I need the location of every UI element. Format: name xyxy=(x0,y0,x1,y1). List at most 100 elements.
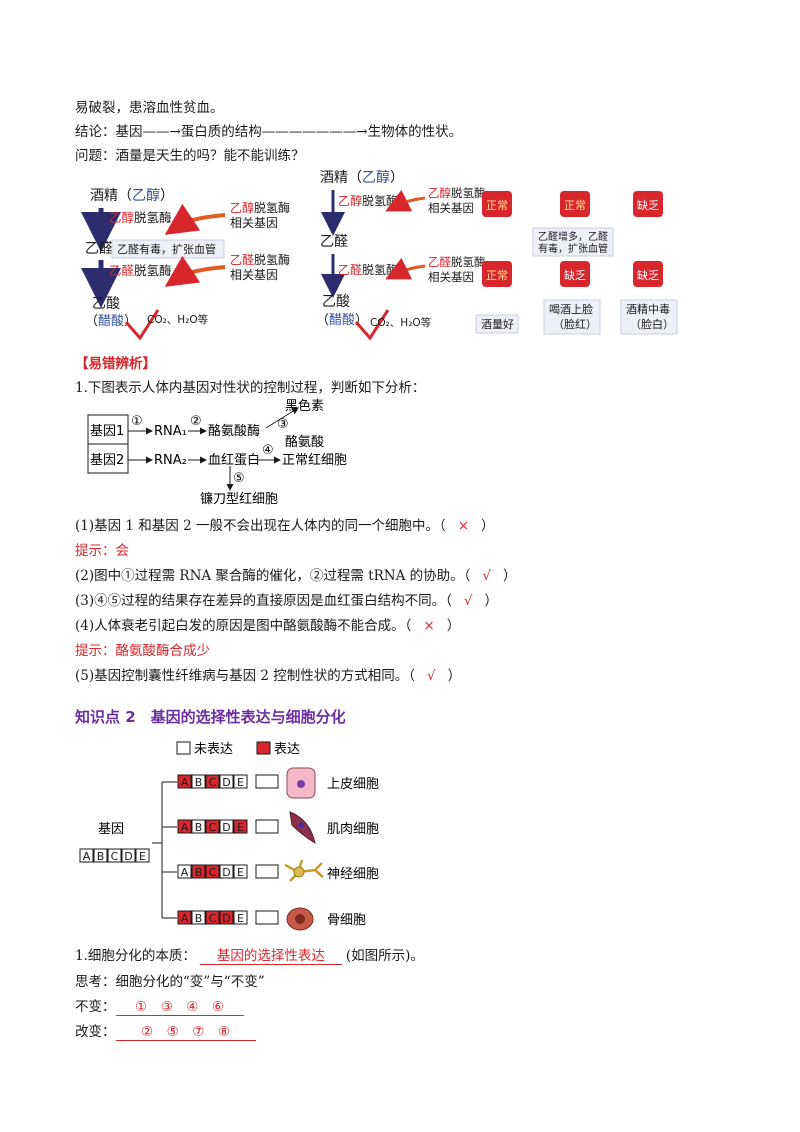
svg-text:缺乏: 缺乏 xyxy=(637,268,659,282)
svg-text:正常: 正常 xyxy=(564,199,586,212)
svg-text:D: D xyxy=(222,866,230,879)
arrow-step3 xyxy=(265,407,299,429)
judgement-2: (2)图中①过程需 RNA 聚合酶的催化，②过程需 tRNA 的协助。（√） xyxy=(75,568,517,584)
svg-text:A: A xyxy=(181,776,189,789)
svg-text:D: D xyxy=(222,776,230,789)
svg-text:E: E xyxy=(237,866,244,879)
row4-gene-B: B xyxy=(191,910,206,925)
rna1-label: RNA₁ xyxy=(154,424,187,439)
left-aldehyde: 乙醛 xyxy=(85,241,113,257)
row4-gene-E: E xyxy=(233,910,248,925)
row2-gene-E: E xyxy=(233,819,248,834)
svg-text:A: A xyxy=(181,912,189,925)
legend-off-swatch xyxy=(176,741,191,755)
legend-off-label: 未表达 xyxy=(194,742,233,757)
left-curved-arrow-2 xyxy=(164,255,226,287)
row3-gene-D: D xyxy=(219,864,234,879)
unchanged-line: 不变：① ③ ④ ⑥ xyxy=(75,995,244,1016)
row3-gene-C: C xyxy=(205,864,220,879)
legend-on-swatch xyxy=(256,741,271,755)
svg-text:E: E xyxy=(237,776,244,789)
stamp-r2c1: 正常 xyxy=(482,261,512,287)
left-gene2: 相关基因 xyxy=(230,268,278,282)
error-section-title: 【易错辨析】 xyxy=(75,356,156,372)
svg-text:A: A xyxy=(83,850,91,863)
caption2-b: （脸红） xyxy=(553,317,597,331)
alcohol-metabolism-diagram: 酒精（乙醇） 乙醇脱氢酶 乙醇脱氢酶 相关基因 乙醛 乙醛有毒，扩张血管 乙醛脱… xyxy=(81,169,678,340)
stamp-r1c3: 缺乏 xyxy=(633,191,663,217)
svg-text:E: E xyxy=(139,850,146,863)
text-line-1: 易破裂，患溶血性贫血。 xyxy=(75,100,224,116)
svg-text:C: C xyxy=(209,821,217,834)
svg-text:D: D xyxy=(222,821,230,834)
row1-gene-D: D xyxy=(219,774,234,789)
svg-text:B: B xyxy=(195,866,203,879)
sickle-rbc-label: 镰刀型红细胞 xyxy=(200,491,278,506)
gene-control-diagram: 基因1 基因2 ① RNA₁ ② 酪氨酸酶 ③ 黑色素 酪氨酸 RNA₂ 血红蛋… xyxy=(87,398,347,506)
svg-text:C: C xyxy=(209,866,217,879)
caption3-a: 酒精中毒 xyxy=(626,303,670,316)
question-line: 问题：酒量是天生的吗？能不能训练？ xyxy=(75,148,305,164)
left-gene2-enzyme: 乙醛脱氢酶 xyxy=(230,252,290,267)
step1-label: ① xyxy=(131,414,143,429)
note-more-2: 有毒，扩张血管 xyxy=(538,242,608,255)
left-curved-arrow-1 xyxy=(164,203,226,235)
tyrosinase-label: 酪氨酸酶 xyxy=(208,423,260,439)
judgement-1-mark: × xyxy=(457,518,470,534)
gene2-label: 基因2 xyxy=(90,453,124,468)
right-gene2-enzyme: 乙醛脱氢酶 xyxy=(428,255,486,269)
row4-gene-D: D xyxy=(219,910,234,925)
left-enzyme2-label: 乙醛脱氢酶 xyxy=(109,263,172,278)
base-gene-D: D xyxy=(121,848,136,863)
svg-text:B: B xyxy=(195,912,203,925)
cell-label-epithelial: 上皮细胞 xyxy=(327,777,379,792)
hint-1: 提示：会 xyxy=(75,543,129,559)
right-products: CO₂、H₂O等 xyxy=(370,316,432,329)
judgement-4-mark: × xyxy=(423,618,435,634)
note-more-1: 乙醛增多，乙醛 xyxy=(538,230,608,243)
row1-gene-C: C xyxy=(205,774,220,789)
right-acid: 乙酸 xyxy=(322,294,350,310)
hint-2: 提示：酪氨酸酶合成少 xyxy=(75,643,210,659)
stamp-r2c2: 缺乏 xyxy=(560,261,590,287)
judgement-4: (4)人体衰老引起白发的原因是图中酪氨酸酶不能合成。（×） xyxy=(75,618,461,634)
unchanged-answer: ① ③ ④ ⑥ xyxy=(115,995,244,1016)
right-curved-arrow-2 xyxy=(385,257,426,280)
neuron-icon xyxy=(284,859,324,882)
svg-text:A: A xyxy=(181,821,189,834)
step2-label: ② xyxy=(190,414,202,429)
step3-label: ③ xyxy=(277,417,289,432)
row1-blank-box xyxy=(255,774,279,789)
left-aldehyde-note: 乙醛有毒，扩张血管 xyxy=(117,242,216,256)
epithelial-cell-icon xyxy=(286,767,316,799)
stamp-r2c3: 缺乏 xyxy=(633,261,663,287)
judgement-5-mark: √ xyxy=(427,668,436,684)
muscle-cell-icon xyxy=(289,811,316,845)
gene1-label: 基因1 xyxy=(90,424,124,439)
think-title: 思考：细胞分化的“变”与“不变” xyxy=(75,974,265,990)
stamp-r1c1: 正常 xyxy=(482,191,512,217)
svg-text:正常: 正常 xyxy=(486,269,508,282)
row2-gene-A: A xyxy=(177,819,192,834)
svg-text:E: E xyxy=(237,912,244,925)
caption2-box xyxy=(543,299,601,335)
base-gene-B: B xyxy=(93,848,108,863)
judgement-1: (1)基因 1 和基因 2 一般不会出现在人体内的同一个细胞中。（×） xyxy=(75,518,495,534)
changed-line: 改变：② ⑤ ⑦ ⑧ xyxy=(75,1020,256,1041)
svg-text:D: D xyxy=(124,850,132,863)
judgement-3: (3)④⑤过程的结果存在差异的直接原因是血红蛋白结构不同。（√） xyxy=(75,593,498,609)
svg-text:C: C xyxy=(111,850,119,863)
svg-text:C: C xyxy=(209,912,217,925)
svg-text:D: D xyxy=(222,912,230,925)
right-gene1-enzyme: 乙醇脱氢酶 xyxy=(428,186,486,200)
bone-cell-icon xyxy=(286,907,314,931)
svg-text:B: B xyxy=(195,776,203,789)
genes-label: 基因 xyxy=(98,822,124,837)
melanin-label: 黑色素 xyxy=(285,398,324,414)
base-gene-E: E xyxy=(135,848,150,863)
right-gene2: 相关基因 xyxy=(428,270,474,284)
legend-on-label: 表达 xyxy=(274,742,300,757)
rna2-label: RNA₂ xyxy=(154,453,187,468)
right-gene1: 相关基因 xyxy=(428,201,474,215)
right-enzyme1-label: 乙醇脱氢酶 xyxy=(338,193,398,208)
